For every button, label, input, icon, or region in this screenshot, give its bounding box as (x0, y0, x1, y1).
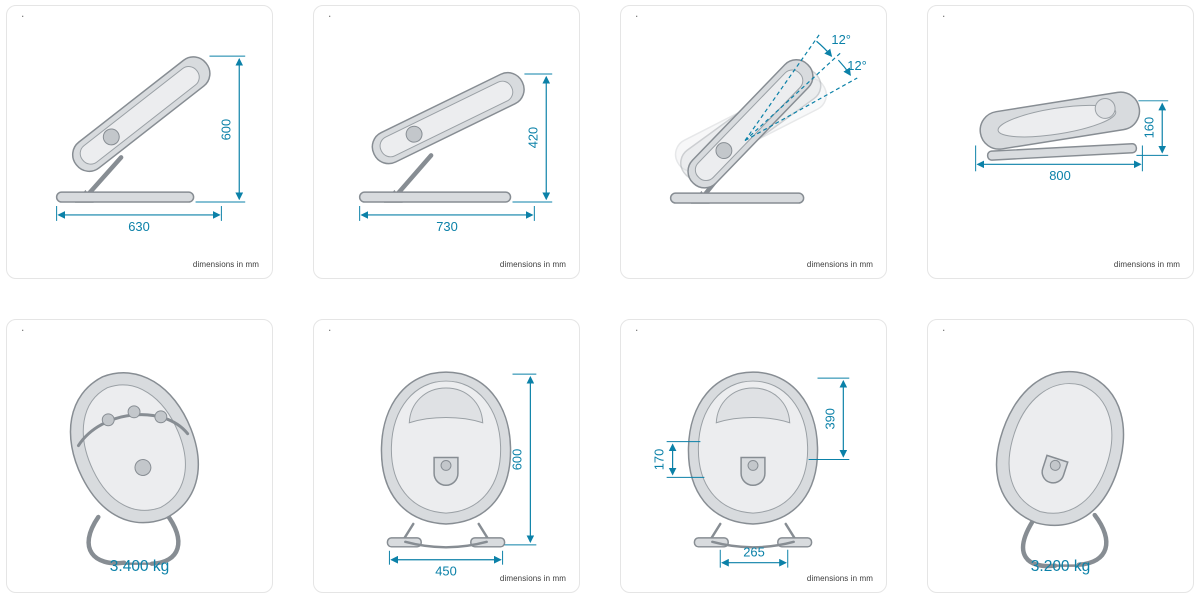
units-footnote: dimensions in mm (806, 260, 873, 269)
units-footnote: dimensions in mm (499, 574, 566, 583)
dimension-annotations: 600 450 (388, 373, 537, 579)
bouncer-artwork (358, 71, 525, 203)
corner-mark: . (328, 6, 332, 20)
spec-card-weight-side: . 3.200 kg (927, 319, 1194, 593)
angle-label-lower: 12° (847, 58, 867, 73)
bouncer-side-view-illustration: 600 630 (55, 55, 246, 234)
bouncer-recline-angles-illustration: 12° 12° (669, 32, 867, 204)
dim-height-label: 420 (525, 127, 540, 149)
corner-mark: . (942, 6, 946, 20)
spec-card-side-upright: . 600 630 (6, 5, 273, 279)
units-footnote: dimensions in mm (806, 574, 873, 583)
dim-height-label: 600 (218, 119, 233, 141)
dim-seat-height-label: 170 (652, 449, 667, 471)
dimension-annotations: 160 800 (975, 100, 1169, 183)
spec-card-folded: . 160 800 (927, 5, 1194, 279)
dimension-annotations: 390 170 265 (652, 377, 850, 568)
corner-mark: . (21, 320, 25, 334)
dimension-annotations: 600 630 (56, 55, 246, 234)
bouncer-perspective-illustration (995, 370, 1125, 569)
corner-mark: . (635, 6, 639, 20)
bouncer-artwork (979, 91, 1141, 161)
dim-width-label: 450 (435, 564, 457, 579)
product-weight-label: 3.200 kg (1030, 558, 1091, 575)
dim-height-label: 160 (1141, 117, 1156, 139)
units-footnote: dimensions in mm (192, 260, 259, 269)
product-weight-label: 3.400 kg (109, 558, 170, 575)
units-footnote: dimensions in mm (499, 260, 566, 269)
angle-annotations: 12° 12° (744, 32, 867, 142)
units-footnote: dimensions in mm (1113, 260, 1180, 269)
bouncer-folded-illustration: 160 800 (975, 91, 1169, 183)
dim-length-label: 730 (436, 219, 458, 234)
corner-mark: . (635, 320, 639, 334)
spec-card-seat-dimensions: . 390 170 (620, 319, 887, 593)
bouncer-front-view-illustration: 600 450 (380, 371, 537, 579)
dim-base-width-label: 265 (743, 545, 765, 560)
bouncer-artwork (687, 371, 819, 549)
bouncer-artwork (995, 370, 1125, 569)
dim-length-label: 800 (1049, 168, 1071, 183)
dim-length-label: 630 (128, 219, 150, 234)
bouncer-perspective-illustration (69, 372, 199, 566)
bouncer-side-reclined-illustration: 420 730 (358, 71, 553, 234)
dim-height-label: 600 (509, 449, 524, 471)
spec-card-side-reclined: . 420 730 (313, 5, 580, 279)
corner-mark: . (942, 320, 946, 334)
bouncer-front-view-illustration: 390 170 265 (652, 371, 850, 568)
spec-card-recline-angles: . (620, 5, 887, 279)
spec-card-front-view: . 600 450 (313, 319, 580, 593)
dim-backrest-height-label: 390 (822, 408, 837, 430)
bouncer-artwork (669, 59, 828, 204)
corner-mark: . (21, 6, 25, 20)
bouncer-artwork (69, 372, 199, 566)
bouncer-artwork (55, 56, 211, 203)
bouncer-artwork (380, 371, 512, 549)
spec-card-weight-with-toybar: . 3.400 kg (6, 319, 273, 593)
angle-label-upper: 12° (831, 32, 851, 47)
corner-mark: . (328, 320, 332, 334)
dimension-annotations: 420 730 (359, 73, 553, 234)
